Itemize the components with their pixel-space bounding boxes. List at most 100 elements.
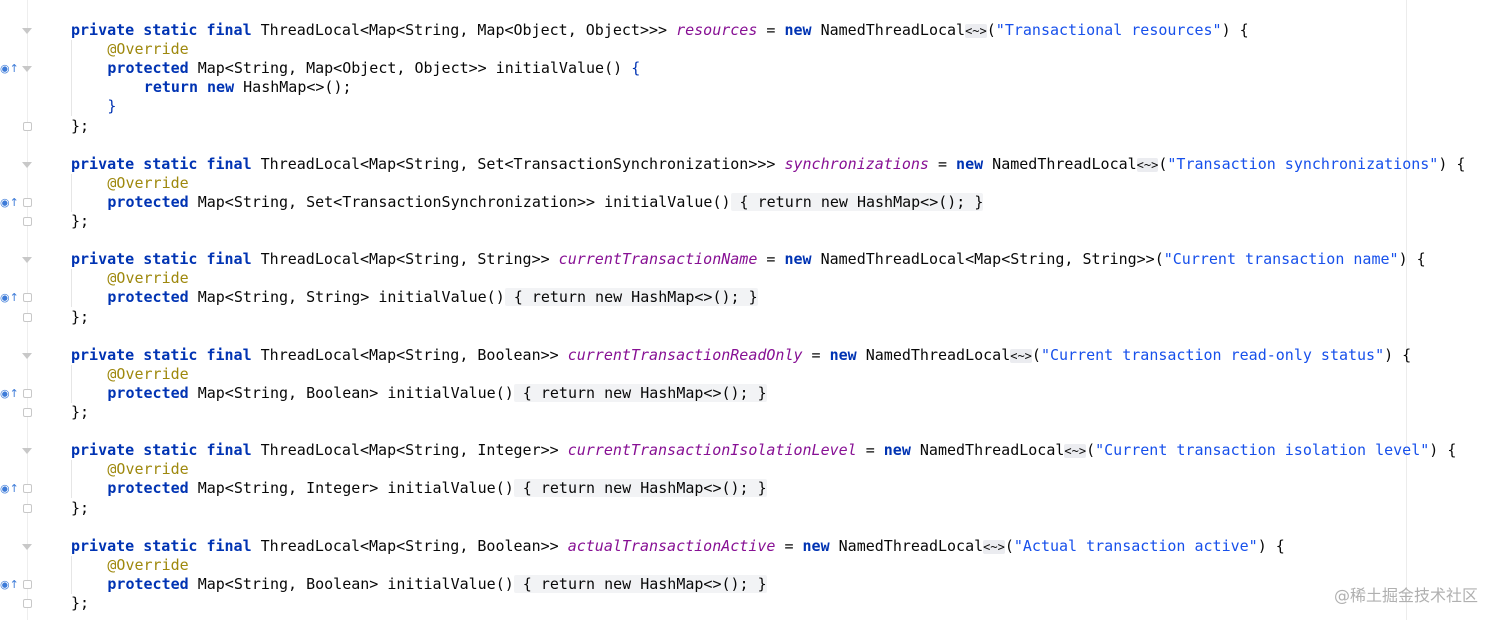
diamond-operator: <~>: [965, 24, 987, 38]
field-declaration[interactable]: private static final ThreadLocal<Map<Str…: [71, 155, 1465, 174]
thread-local-name-string: "Actual transaction active": [1013, 536, 1258, 555]
indent-guide: [71, 460, 72, 499]
override-method-icon[interactable]: ◉↑: [0, 195, 19, 209]
open-paren: (: [1004, 536, 1014, 555]
folded-method-body: { return new HashMap<>(); }: [513, 574, 767, 593]
fold-marker-icon[interactable]: [23, 197, 32, 207]
field-declaration[interactable]: private static final ThreadLocal<Map<Str…: [71, 250, 1426, 269]
declaration-end[interactable]: };: [71, 594, 89, 613]
method-close-brace[interactable]: }: [107, 97, 116, 116]
modifiers: private static final: [71, 345, 261, 364]
override-annotation[interactable]: @Override: [107, 556, 188, 575]
open-paren: (: [1158, 154, 1168, 173]
method-signature[interactable]: protected Map<String, Set<TransactionSyn…: [107, 192, 984, 212]
fold-marker-icon[interactable]: [23, 121, 32, 131]
method-signature-text: Map<String, String> initialValue(): [188, 288, 505, 307]
fold-marker-icon[interactable]: [22, 66, 32, 73]
return-value: HashMap<>();: [234, 78, 352, 97]
fold-marker-icon[interactable]: [23, 312, 32, 322]
new-keyword: new: [784, 250, 812, 269]
modifiers: private static final: [71, 21, 261, 39]
return-statement[interactable]: return new HashMap<>();: [144, 78, 352, 97]
method-signature-text: Map<String, Boolean> initialValue(): [188, 574, 514, 593]
field-declaration[interactable]: private static final ThreadLocal<Map<Str…: [71, 441, 1456, 460]
assign-operator: =: [757, 250, 785, 269]
fold-marker-icon[interactable]: [22, 543, 32, 550]
field-name: resources: [676, 21, 758, 39]
diamond-operator: <~>: [983, 539, 1005, 554]
field-name: synchronizations: [784, 154, 929, 173]
new-keyword: new: [784, 21, 812, 39]
protected-keyword: protected: [107, 574, 189, 593]
method-signature[interactable]: protected Map<String, Map<Object, Object…: [107, 59, 640, 78]
declaration-end[interactable]: };: [71, 499, 89, 518]
space: [198, 78, 207, 96]
indent-guide: [71, 173, 72, 212]
declaration-end[interactable]: };: [71, 117, 89, 136]
override-annotation[interactable]: @Override: [107, 269, 188, 288]
right-margin-guide: [1406, 0, 1407, 620]
fold-marker-icon[interactable]: [22, 257, 32, 264]
override-annotation[interactable]: @Override: [107, 460, 188, 479]
close-brace: }: [107, 97, 117, 116]
method-signature[interactable]: protected Map<String, Boolean> initialVa…: [107, 383, 767, 403]
end-token: };: [71, 594, 90, 612]
new-keyword: new: [207, 78, 235, 97]
fold-marker-icon[interactable]: [22, 448, 32, 455]
fold-marker-icon[interactable]: [22, 28, 32, 34]
method-signature-text: Map<String, Set<TransactionSynchronizati…: [188, 192, 731, 211]
declaration-end[interactable]: };: [71, 212, 89, 231]
fold-marker-icon[interactable]: [23, 388, 32, 398]
close-paren-brace: ) {: [1221, 21, 1249, 39]
annotation-text: @Override: [107, 364, 189, 383]
fold-marker-icon[interactable]: [22, 352, 32, 359]
override-method-icon[interactable]: ◉↑: [0, 62, 19, 76]
thread-local-name-string: "Transaction synchronizations": [1167, 154, 1439, 173]
override-method-icon[interactable]: ◉↑: [0, 577, 19, 591]
fold-marker-icon[interactable]: [23, 503, 32, 513]
annotation-text: @Override: [107, 173, 189, 192]
field-type: ThreadLocal<Map<String, Boolean>>: [260, 536, 568, 555]
annotation-text: @Override: [107, 269, 189, 288]
declaration-end[interactable]: };: [71, 403, 89, 422]
end-token: };: [71, 116, 90, 135]
field-type: ThreadLocal<Map<String, Set<TransactionS…: [260, 154, 785, 173]
fold-marker-icon[interactable]: [23, 484, 32, 494]
open-paren: (: [1154, 250, 1164, 269]
editor-gutter: [0, 0, 40, 620]
diamond-operator: <~>: [1136, 157, 1159, 172]
folded-method-body: { return new HashMap<>(); }: [513, 383, 767, 402]
fold-marker-icon[interactable]: [23, 579, 32, 589]
open-paren: (: [1031, 345, 1041, 364]
modifiers: private static final: [71, 441, 261, 460]
modifiers: private static final: [71, 536, 261, 555]
field-name: currentTransactionReadOnly: [567, 345, 803, 364]
override-annotation[interactable]: @Override: [107, 174, 188, 193]
override-annotation[interactable]: @Override: [107, 365, 188, 384]
field-declaration[interactable]: private static final ThreadLocal<Map<Str…: [71, 21, 1249, 40]
open-paren: (: [1086, 441, 1096, 460]
thread-local-name-string: "Current transaction name": [1163, 250, 1399, 269]
fold-marker-icon[interactable]: [23, 408, 32, 417]
declaration-end[interactable]: };: [71, 308, 89, 327]
fold-marker-icon[interactable]: [23, 293, 32, 303]
override-method-icon[interactable]: ◉↑: [0, 482, 19, 496]
method-signature[interactable]: protected Map<String, String> initialVal…: [107, 288, 758, 307]
fold-marker-icon[interactable]: [22, 161, 32, 168]
field-declaration[interactable]: private static final ThreadLocal<Map<Str…: [71, 537, 1285, 556]
fold-marker-icon[interactable]: [23, 599, 32, 608]
override-method-icon[interactable]: ◉↑: [0, 386, 19, 400]
method-signature[interactable]: protected Map<String, Boolean> initialVa…: [107, 574, 767, 594]
fold-marker-icon[interactable]: [23, 217, 32, 226]
override-method-icon[interactable]: ◉↑: [0, 291, 19, 305]
field-type: ThreadLocal<Map<String, Integer>>: [260, 441, 568, 460]
indent-guide: [71, 555, 72, 594]
field-declaration[interactable]: private static final ThreadLocal<Map<Str…: [71, 346, 1411, 365]
annotation-text: @Override: [107, 40, 189, 59]
method-signature[interactable]: protected Map<String, Integer> initialVa…: [107, 479, 767, 498]
constructor-name: NamedThreadLocal: [829, 536, 984, 555]
override-annotation[interactable]: @Override: [107, 40, 188, 59]
return-keyword: return: [143, 78, 198, 97]
indent-guide: [71, 269, 72, 308]
